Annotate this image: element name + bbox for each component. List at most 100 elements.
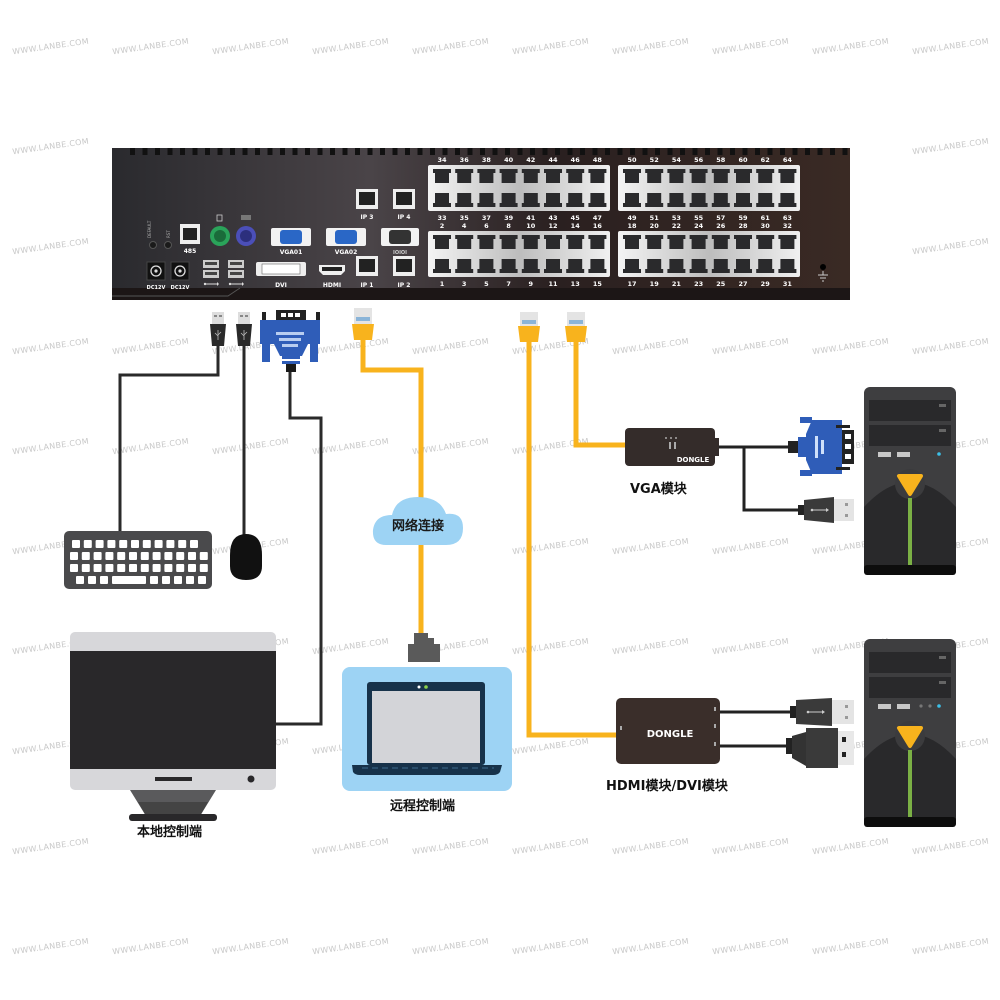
- rj45-port-57[interactable]: [711, 193, 730, 207]
- rj45-port-60[interactable]: [734, 169, 752, 183]
- port-number-label: 61: [761, 214, 771, 222]
- port-number-label: 33: [437, 214, 446, 222]
- rj45-port-50[interactable]: [623, 169, 641, 183]
- rj45-port-25[interactable]: [711, 259, 730, 273]
- ip2-port[interactable]: IP 2: [393, 256, 415, 289]
- rj45-port-7[interactable]: [499, 259, 518, 273]
- port-number-label: 44: [548, 156, 558, 164]
- rj45-port-59[interactable]: [734, 193, 752, 207]
- rj45-port-44[interactable]: [544, 169, 562, 183]
- rj45-port-35[interactable]: [455, 193, 474, 207]
- rj45-port-10[interactable]: [521, 235, 540, 249]
- usb-port-pair-1[interactable]: [203, 260, 219, 286]
- port-number-label: 50: [627, 156, 637, 164]
- rj45-port-12[interactable]: [544, 235, 562, 249]
- port-number-label: 40: [504, 156, 514, 164]
- rj45-port-13[interactable]: [566, 259, 585, 273]
- port-number-label: 60: [738, 156, 748, 164]
- hdmi-port[interactable]: HDMI: [319, 265, 345, 289]
- rj45-port-11[interactable]: [544, 259, 562, 273]
- vga02-port[interactable]: VGA02: [326, 228, 366, 256]
- rj45-port-54[interactable]: [667, 169, 686, 183]
- rj45-port-31[interactable]: [778, 259, 797, 273]
- usb-port-pair-2[interactable]: [228, 260, 244, 286]
- rj45-port-56[interactable]: [689, 169, 708, 183]
- rj45-port-55[interactable]: [689, 193, 708, 207]
- power-port-1[interactable]: DC12V: [146, 261, 166, 291]
- rj45-port-21[interactable]: [667, 259, 686, 273]
- port-number-label: 7: [506, 280, 511, 288]
- rj45-port-46[interactable]: [566, 169, 585, 183]
- port-number-label: 26: [716, 222, 726, 230]
- rj45-port-17[interactable]: [623, 259, 641, 273]
- rj45-port-34[interactable]: [433, 169, 451, 183]
- rj45-port-40[interactable]: [499, 169, 518, 183]
- rj45-port-6[interactable]: [477, 235, 496, 249]
- mouse-symbol-icon: [216, 214, 223, 222]
- rj45-port-1[interactable]: [433, 259, 451, 273]
- rj45-port-43[interactable]: [544, 193, 562, 207]
- rj45-port-27[interactable]: [734, 259, 752, 273]
- rj45-port-32[interactable]: [778, 235, 797, 249]
- rj45-port-20[interactable]: [645, 235, 664, 249]
- rj45-port-58[interactable]: [711, 169, 730, 183]
- rj45-plug-laptop: [408, 633, 440, 662]
- port-number-label: 45: [571, 214, 581, 222]
- power-port-2[interactable]: DC12V: [170, 261, 190, 291]
- port-number-label: 1: [440, 280, 445, 288]
- rj45-port-42[interactable]: [521, 169, 540, 183]
- port-number-label: 21: [672, 280, 682, 288]
- ip1-port[interactable]: IP 1: [356, 256, 378, 289]
- rj45-port-16[interactable]: [588, 235, 607, 249]
- port-number-label: 47: [593, 214, 602, 222]
- rj45-port-24[interactable]: [689, 235, 708, 249]
- rj45-port-51[interactable]: [645, 193, 664, 207]
- rj45-port-61[interactable]: [756, 193, 775, 207]
- port-number-label: 19: [650, 280, 660, 288]
- rj45-port-41[interactable]: [521, 193, 540, 207]
- rj45-port-49[interactable]: [623, 193, 641, 207]
- rj45-port-30[interactable]: [756, 235, 775, 249]
- ip3-port[interactable]: IP 3: [356, 189, 378, 221]
- rj45-port-9[interactable]: [521, 259, 540, 273]
- rj45-port-15[interactable]: [588, 259, 607, 273]
- rj45-port-47[interactable]: [588, 193, 607, 207]
- chassis-vents: [130, 148, 848, 155]
- rj45-port-48[interactable]: [588, 169, 607, 183]
- rj45-port-26[interactable]: [711, 235, 730, 249]
- rj45-port-52[interactable]: [645, 169, 664, 183]
- rj45-port-33[interactable]: [433, 193, 451, 207]
- vga01-port[interactable]: VGA01: [271, 228, 311, 256]
- rj45-port-8[interactable]: [499, 235, 518, 249]
- rj45-port-64[interactable]: [778, 169, 797, 183]
- rj45-port-45[interactable]: [566, 193, 585, 207]
- rj45-port-62[interactable]: [756, 169, 775, 183]
- dvi-port[interactable]: DVI: [256, 262, 306, 289]
- ip4-port[interactable]: IP 4: [393, 189, 415, 221]
- rj45-port-29[interactable]: [756, 259, 775, 273]
- serial-port[interactable]: IOIOI: [381, 228, 419, 256]
- rj45-port-3[interactable]: [455, 259, 474, 273]
- rj45-port-22[interactable]: [667, 235, 686, 249]
- rj45-port-5[interactable]: [477, 259, 496, 273]
- port-number-label: 27: [738, 280, 747, 288]
- rj45-port-4[interactable]: [455, 235, 474, 249]
- rj45-port-14[interactable]: [566, 235, 585, 249]
- rj45-port-19[interactable]: [645, 259, 664, 273]
- rj45-port-28[interactable]: [734, 235, 752, 249]
- rj45-port-53[interactable]: [667, 193, 686, 207]
- rj45-port-18[interactable]: [623, 235, 641, 249]
- rj45-port-23[interactable]: [689, 259, 708, 273]
- rj45-port-36[interactable]: [455, 169, 474, 183]
- local-console-label: 本地控制端: [137, 821, 203, 840]
- monitor-cable: [276, 370, 323, 726]
- rj45-port-2[interactable]: [433, 235, 451, 249]
- rj45-port-63[interactable]: [778, 193, 797, 207]
- rj45-port-38[interactable]: [477, 169, 496, 183]
- rj45-port-37[interactable]: [477, 193, 496, 207]
- port-number-label: 18: [627, 222, 637, 230]
- rs485-port[interactable]: 485: [180, 224, 200, 255]
- hdmi-dongle: DONGLE: [616, 698, 720, 764]
- rj45-port-39[interactable]: [499, 193, 518, 207]
